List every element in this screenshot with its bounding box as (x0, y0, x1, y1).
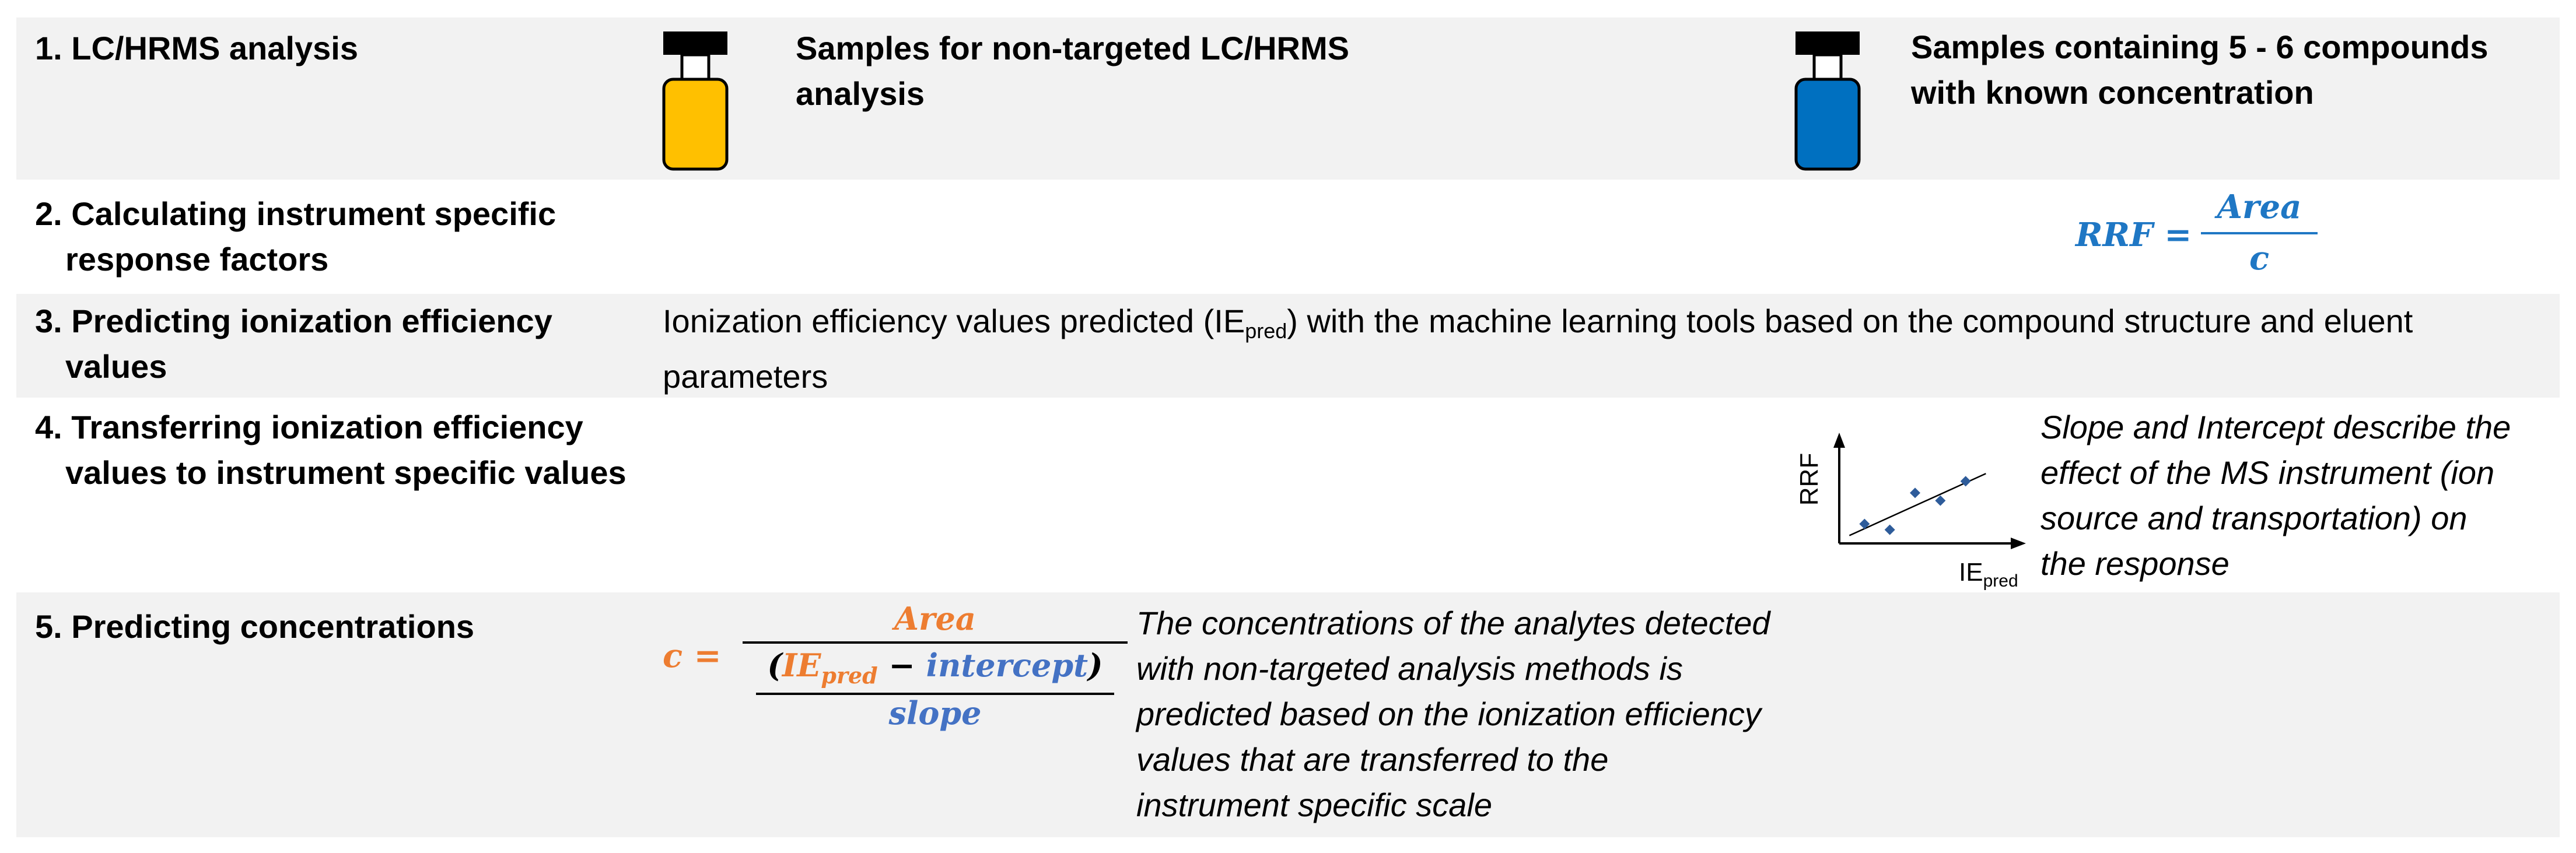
step-3-row: 3. Predicting ionization efficiency valu… (16, 294, 2560, 398)
chart-point (1884, 524, 1895, 535)
conc-formula-slope: slope (888, 694, 982, 732)
rrf-formula-numerator: Area (2217, 188, 2302, 226)
rrf-formula-denominator: c (2249, 239, 2270, 278)
chart-x-axis-label: IEpred (1959, 558, 2018, 590)
sample-a-label: Samples for non-targeted LC/HRMS analysi… (796, 30, 1349, 112)
chart-point (1935, 495, 1946, 506)
step-4-title: 4. Transferring ionization efficiency va… (35, 409, 626, 491)
conc-formula-inner-numerator: (IEpred − intercept) (767, 647, 1103, 689)
conc-outer-fraction-bar (743, 641, 1128, 644)
step-4-note: Slope and Intercept describe the effect … (2041, 409, 2511, 582)
step-1-row: 1. LC/HRMS analysis Samples for non-targ… (16, 17, 2560, 180)
conc-formula-lhs: c = (663, 637, 722, 675)
step-2-title: 2. Calculating instrument specific respo… (35, 195, 556, 278)
step-4-row: 4. Transferring ionization efficiency va… (16, 398, 2560, 592)
step-5-row: 5. Predicting concentrations c = Area (I… (16, 592, 2560, 837)
conc-inner-fraction-bar (756, 693, 1114, 695)
step-3-title: 3. Predicting ionization efficiency valu… (35, 303, 552, 385)
step-5-note: The concentrations of the analytes detec… (1136, 605, 1770, 823)
chart-y-axis-label: RRF (1795, 453, 1824, 506)
chart-point (1960, 476, 1971, 487)
chart-point (1910, 487, 1920, 499)
sample-b-label: Samples containing 5 - 6 compounds with … (1911, 29, 2488, 111)
chart-x-axis-arrow (2011, 538, 2026, 549)
chart-point (1859, 518, 1870, 529)
ie-prediction-description: Ionization efficiency values predicted (… (663, 303, 2413, 395)
chart-y-axis-arrow (1833, 433, 1845, 448)
step-2-row: 2. Calculating instrument specific respo… (16, 180, 2560, 294)
blue-sample-vial-icon (1794, 31, 1861, 171)
rrf-fraction-bar (2201, 232, 2318, 234)
conc-formula-numerator: Area (894, 600, 976, 637)
step-1-title: 1. LC/HRMS analysis (35, 30, 358, 66)
rrf-formula-lhs: RRF = (2076, 216, 2192, 254)
step-5-title: 5. Predicting concentrations (35, 608, 475, 645)
yellow-sample-vial-icon (662, 31, 729, 171)
rrf-vs-ie-scatter-chart: RRF IEpred (1795, 433, 2026, 590)
